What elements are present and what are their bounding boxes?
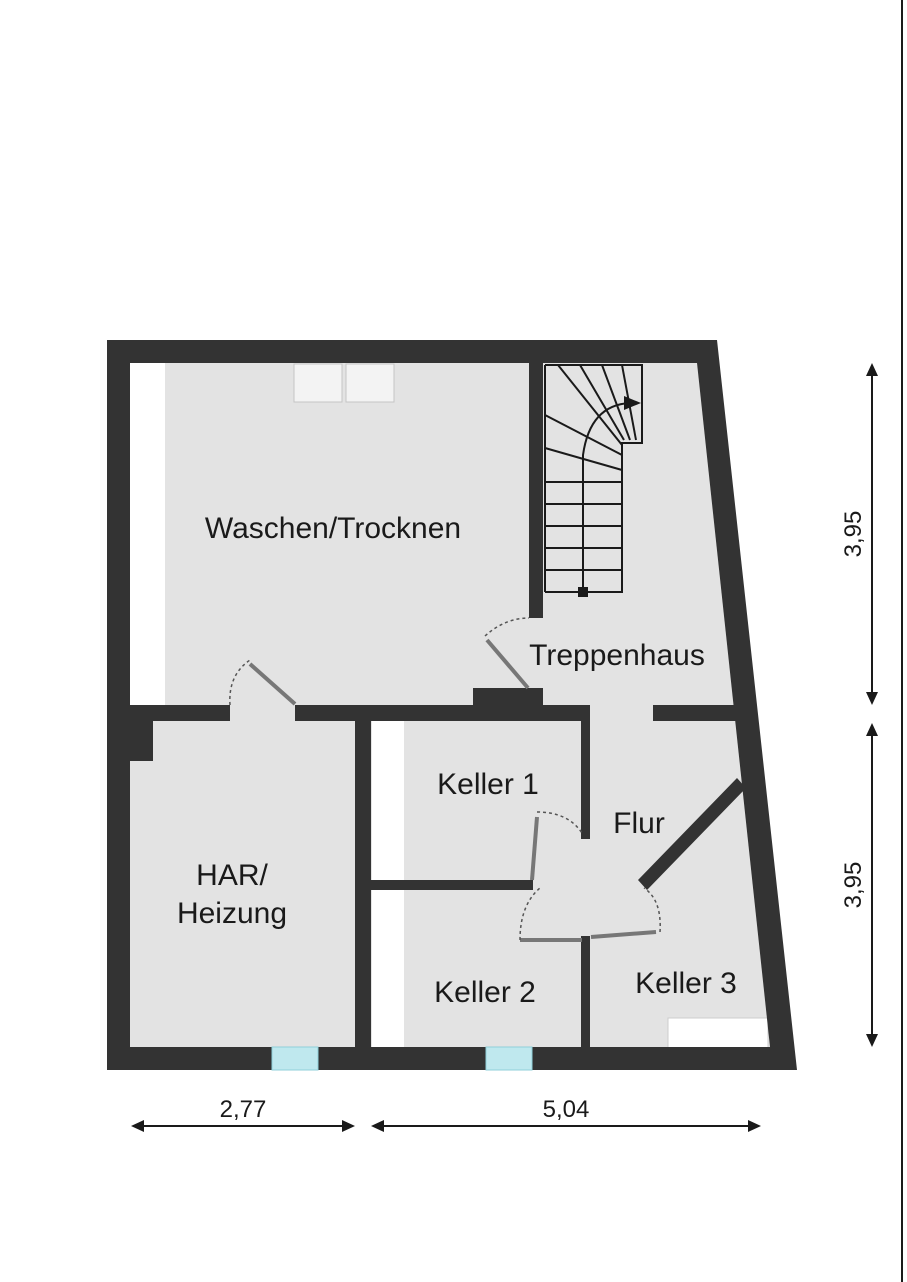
window-har xyxy=(271,1046,319,1071)
dryer xyxy=(345,363,395,403)
room-label-keller1: Keller 1 xyxy=(437,768,539,801)
shelf-waschen xyxy=(130,363,165,705)
room-label-treppenhaus: Treppenhaus xyxy=(529,639,705,672)
room-label-flur: Flur xyxy=(613,807,665,840)
page-border-line xyxy=(901,0,903,1282)
door-waschen xyxy=(248,662,297,706)
window-keller2 xyxy=(485,1046,533,1071)
door-treppenhaus xyxy=(485,638,530,690)
dimension-lines xyxy=(131,363,878,1132)
dimension-label-bottom-right: 5,04 xyxy=(543,1096,590,1123)
room-label-har-line1: HAR/ xyxy=(196,859,268,892)
room-label-waschen: Waschen/Trocknen xyxy=(205,512,461,545)
staircase xyxy=(544,364,643,593)
room-label-har-line2: Heizung xyxy=(177,897,287,930)
room-label-keller2: Keller 2 xyxy=(434,976,536,1009)
washing-machine xyxy=(293,363,343,403)
shelf-keller3 xyxy=(667,1017,769,1049)
dimension-label-bottom-left: 2,77 xyxy=(220,1096,267,1123)
door-keller1 xyxy=(530,816,539,881)
stair-direction-arrow xyxy=(624,396,641,410)
dimension-label-right-top: 3,95 xyxy=(840,511,867,558)
stair-start-marker xyxy=(578,587,588,597)
doors xyxy=(229,617,661,942)
room-label-keller3: Keller 3 xyxy=(635,967,737,1000)
interior-walls xyxy=(130,363,746,1047)
door-keller3 xyxy=(590,930,657,939)
dimension-label-right-bottom: 3,95 xyxy=(840,862,867,909)
